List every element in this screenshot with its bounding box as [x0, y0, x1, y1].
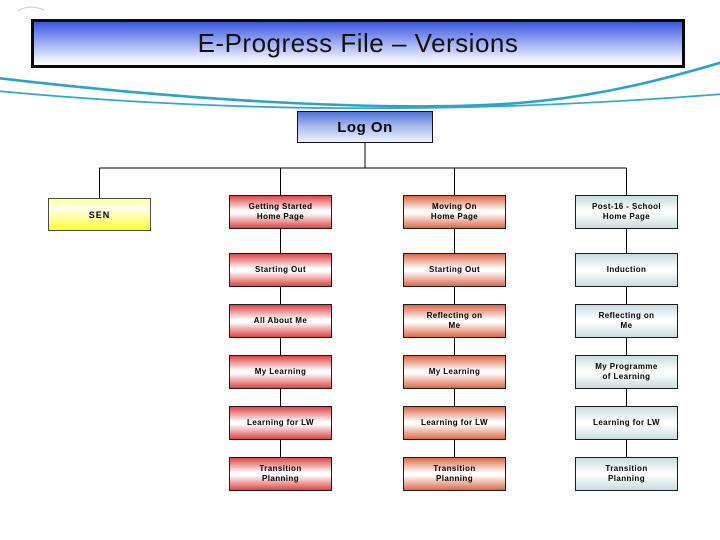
node-moving-on-home-page: Moving On Home Page: [403, 195, 506, 229]
node-my-learning-2: My Learning: [403, 355, 506, 389]
node-transition-planning-3: Transition Planning: [575, 457, 678, 491]
node-getting-started-home-page: Getting Started Home Page: [229, 195, 332, 229]
node-all-about-me: All About Me: [229, 304, 332, 338]
column-getting-started: Getting Started Home Page Starting Out A…: [229, 195, 332, 491]
column-moving-on: Moving On Home Page Starting Out Reflect…: [403, 195, 506, 491]
node-sen-label: SEN: [88, 209, 111, 220]
swoosh-curve-upper: [0, 61, 720, 108]
node-transition-planning-1: Transition Planning: [229, 457, 332, 491]
node-sen: SEN: [48, 198, 151, 231]
node-induction: Induction: [575, 253, 678, 287]
column-post-16-school: Post-16 - School Home Page Induction Ref…: [575, 195, 678, 491]
node-learning-for-lw-1: Learning for LW: [229, 406, 332, 440]
node-post-16-school-home-page: Post-16 - School Home Page: [575, 195, 678, 229]
node-log-on: Log On: [297, 111, 433, 143]
stray-mark: [17, 6, 45, 12]
node-starting-out-2: Starting Out: [403, 253, 506, 287]
node-log-on-label: Log On: [337, 118, 393, 136]
node-my-programme-of-learning: My Programme of Learning: [575, 355, 678, 389]
swoosh-curve-lower: [0, 90, 720, 110]
node-starting-out-1: Starting Out: [229, 253, 332, 287]
node-reflecting-on-me-2: Reflecting on Me: [575, 304, 678, 338]
node-learning-for-lw-3: Learning for LW: [575, 406, 678, 440]
slide-title: E-Progress File – Versions: [197, 28, 519, 58]
slide-title-banner: E-Progress File – Versions: [31, 19, 685, 68]
node-transition-planning-2: Transition Planning: [403, 457, 506, 491]
node-learning-for-lw-2: Learning for LW: [403, 406, 506, 440]
connector-lines: [99, 142, 627, 458]
node-reflecting-on-me-1: Reflecting on Me: [403, 304, 506, 338]
node-my-learning-1: My Learning: [229, 355, 332, 389]
